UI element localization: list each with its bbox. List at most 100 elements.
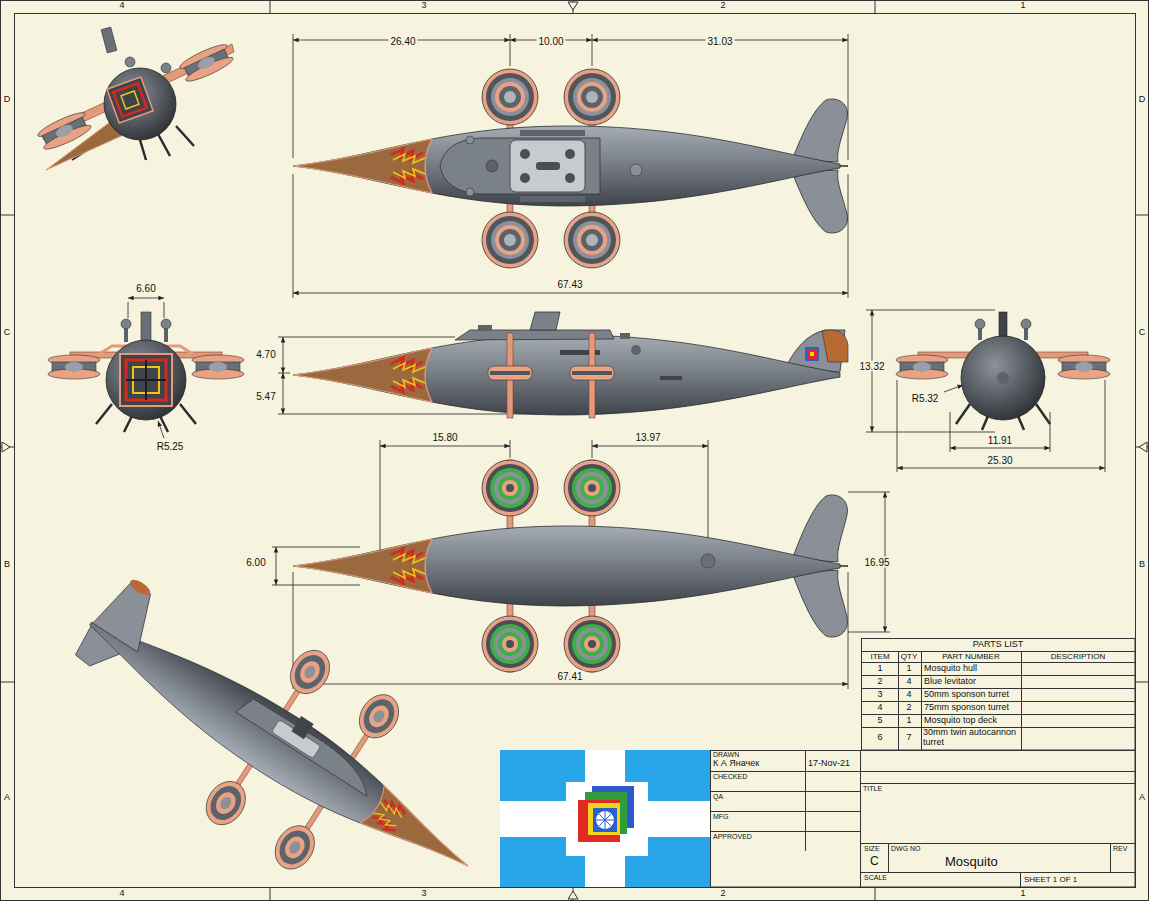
side-view	[810, 352, 814, 356]
parts-list-table	[861, 652, 1135, 728]
sheet-frame	[15, 14, 1136, 888]
dimension-value: 13.32	[857, 361, 886, 372]
side-view	[293, 348, 432, 402]
dimension-lines	[293, 174, 848, 298]
dimension-lines	[128, 34, 1105, 689]
isometric-view	[178, 41, 235, 85]
top-view	[564, 69, 620, 125]
table-cell: 1	[877, 664, 882, 674]
side-view	[570, 366, 614, 380]
top-view	[565, 149, 575, 159]
top-view	[293, 69, 848, 268]
dimension-value: 11.91	[986, 435, 1014, 446]
flag	[596, 811, 614, 829]
title-block	[710, 750, 1135, 887]
title-block-label: SCALE	[864, 874, 887, 882]
side-view	[631, 345, 641, 355]
flag	[566, 782, 648, 856]
table-cell: Blue levitator	[924, 677, 976, 687]
isometric-view	[104, 68, 176, 140]
dimension-value: 25.30	[985, 455, 1014, 466]
table-cell: 5	[877, 716, 882, 726]
front-view	[120, 354, 172, 406]
top-view	[440, 138, 600, 194]
rear-view	[961, 336, 1045, 420]
top-view	[293, 139, 432, 193]
title-block-label: CHECKED	[713, 773, 747, 781]
side-view	[822, 330, 848, 362]
table-cell: 7	[906, 733, 911, 743]
table-header: PART NUMBER	[942, 653, 999, 662]
zone-marker: 2	[720, 889, 725, 899]
top-view	[520, 149, 530, 159]
flag	[585, 792, 627, 834]
isometric-view	[178, 41, 235, 85]
isometric-view	[101, 27, 117, 53]
rear-view	[896, 312, 1110, 430]
flag	[500, 750, 710, 887]
parts-list-table	[861, 639, 1135, 751]
flag	[588, 803, 620, 835]
dimension-value: 6.00	[244, 557, 267, 568]
dimension-value: 67.43	[555, 279, 584, 290]
title-block-label: DRAWN	[713, 751, 739, 759]
dimension-lines	[276, 547, 277, 585]
table-cell: 50mm sponson turret	[924, 690, 1009, 700]
bottom-view	[701, 554, 715, 568]
title-block-label: APPROVED	[713, 833, 752, 841]
side-view	[478, 325, 492, 331]
side-view	[293, 335, 840, 415]
zone-marker: D	[1139, 95, 1146, 105]
bottom-view	[482, 616, 538, 672]
isometric-view	[36, 109, 93, 153]
bottom-view	[564, 460, 620, 516]
title-block-label: REV	[1113, 845, 1127, 853]
isometric-view	[267, 818, 322, 876]
isometric-view	[282, 643, 337, 701]
zone-marker: 4	[119, 1, 124, 11]
table-cell: 30mm twin autocannon turret	[923, 728, 1019, 748]
top-view	[482, 69, 538, 125]
title-block	[711, 751, 1136, 888]
dimension-lines	[944, 385, 963, 392]
rear-view	[1021, 319, 1031, 329]
top-view	[486, 160, 498, 172]
top-view	[565, 173, 575, 183]
table-cell: 4	[877, 703, 882, 713]
dimension-value: 31.03	[705, 36, 734, 47]
dimension-value: R5.25	[155, 441, 186, 452]
rear-view	[975, 319, 985, 329]
side-view	[488, 366, 532, 380]
title-block-value: C	[870, 855, 879, 868]
front-view	[106, 340, 186, 420]
zone-marker: 3	[421, 1, 426, 11]
isometric-view	[360, 786, 480, 885]
zone-marker: C	[1139, 328, 1146, 338]
table-cell: 2	[906, 703, 911, 713]
top-view	[564, 212, 620, 268]
top-view	[520, 196, 585, 202]
front-view	[192, 355, 244, 379]
title-block	[710, 772, 1135, 873]
dimension-lines	[592, 446, 708, 447]
flag	[585, 750, 625, 887]
zone-marker: A	[4, 793, 10, 803]
title-block	[806, 750, 1111, 887]
isometric-view	[128, 577, 153, 598]
isometric-view	[351, 687, 406, 745]
dimension-value: 13.97	[633, 432, 662, 443]
dimension-lines	[293, 684, 848, 685]
top-view	[510, 140, 585, 192]
dimension-lines	[293, 34, 848, 160]
flag	[500, 750, 710, 887]
rear-view	[997, 372, 1009, 384]
bottom-view	[482, 460, 538, 516]
isometric-view	[107, 77, 153, 123]
dimension-value: R5.32	[910, 393, 941, 404]
title-block-value: Mosquito	[945, 855, 998, 869]
